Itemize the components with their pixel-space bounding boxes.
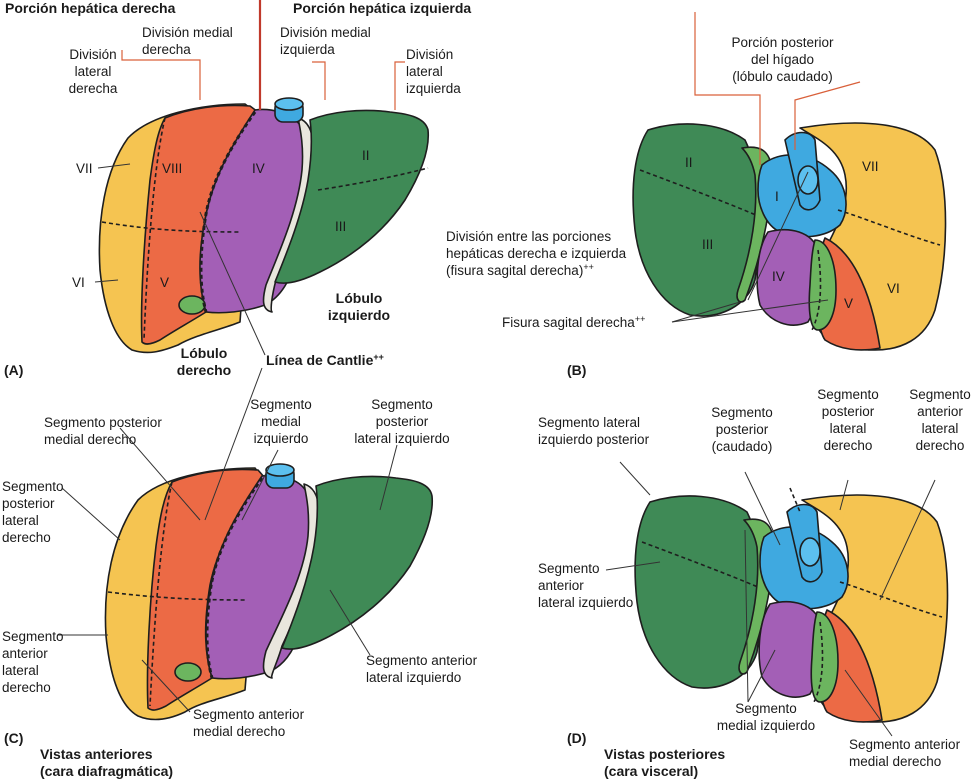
b-gallbladder bbox=[808, 239, 837, 331]
a-segment-ii-iii bbox=[274, 109, 430, 284]
panel-d-liver bbox=[634, 487, 949, 723]
d-seg-ant-medial-der: Segmento anterior medial derecho bbox=[849, 737, 961, 769]
b-label-iv: IV bbox=[772, 269, 785, 284]
panel-c-liver bbox=[104, 463, 434, 721]
d-segment-green bbox=[634, 495, 762, 689]
c-cantlie-dashed bbox=[205, 477, 264, 679]
b-label-v: V bbox=[844, 296, 854, 311]
panel-a-leader-lines bbox=[94, 0, 405, 356]
a-div-medial-izquierda: División medial izquierda bbox=[280, 25, 371, 57]
b-division-entre: División entre las porciones hepáticas d… bbox=[446, 229, 627, 278]
d-seg-medial-izq: Segmento medial izquierdo bbox=[716, 701, 816, 733]
a-dashed-ii-iii bbox=[317, 167, 429, 191]
b-panel-letter: (B) bbox=[567, 362, 587, 378]
a-gallbladder bbox=[178, 295, 206, 315]
a-cantlie-dashed bbox=[199, 111, 257, 313]
b-dashed-fissure bbox=[811, 249, 822, 331]
a-dashed-vii-viii bbox=[143, 117, 166, 341]
a-label-v: V bbox=[160, 275, 170, 290]
d-dashed-green bbox=[641, 541, 759, 588]
b-ivc-opening bbox=[797, 165, 819, 195]
panel-a-liver bbox=[98, 97, 430, 354]
c-seg-ant-lateral-izq: Segmento anterior lateral izquierdo bbox=[366, 653, 478, 685]
c-seg-medial-izq: Segmento medial izquierdo bbox=[250, 397, 312, 446]
b-segment-ii-iii bbox=[632, 123, 760, 317]
c-segment-green bbox=[281, 475, 434, 650]
b-label-vi: VI bbox=[887, 281, 900, 296]
d-dashed-top bbox=[789, 487, 801, 513]
c-dashed-yellow-orange bbox=[149, 481, 173, 707]
c-seg-post-medial-der: Segmento posterior medial derecho bbox=[44, 415, 162, 447]
b-dashed-ii-iii bbox=[639, 169, 757, 216]
panel-d-leader-lines bbox=[605, 461, 936, 737]
d-caption: Vistas posteriores (cara visceral) bbox=[604, 746, 726, 779]
a-linea-cantlie: Línea de Cantlie++ bbox=[266, 352, 384, 368]
c-seg-post-lateral-der: Segmento posterior lateral derecho bbox=[2, 479, 64, 545]
a-title-right-portion: Porción hepática derecha bbox=[5, 0, 176, 16]
c-gallbladder bbox=[174, 662, 202, 682]
d-panel-letter: (D) bbox=[567, 730, 587, 746]
d-seg-ant-lat-der: Segmento anterior lateral derecho bbox=[909, 387, 971, 453]
c-seg-ant-medial-der: Segmento anterior medial derecho bbox=[193, 707, 305, 739]
a-title-left-portion: Porción hepática izquierda bbox=[293, 0, 472, 16]
d-seg-post-caudado: Segmento posterior (caudado) bbox=[711, 405, 773, 454]
b-label-i: I bbox=[775, 189, 779, 204]
a-label-viii: VIII bbox=[162, 161, 183, 176]
c-seg-ant-lateral-der: Segmento anterior lateral derecho bbox=[2, 629, 64, 695]
c-ivc-opening bbox=[265, 463, 295, 477]
a-ivc-opening bbox=[274, 97, 304, 111]
a-panel-letter: (A) bbox=[4, 362, 24, 378]
a-div-lateral-izquierda: División lateral izquierda bbox=[406, 47, 461, 96]
c-seg-post-lateral-izq: Segmento posterior lateral izquierdo bbox=[354, 397, 450, 446]
a-label-vi: VI bbox=[72, 275, 85, 290]
b-segment-iv bbox=[756, 228, 821, 326]
a-label-ii: II bbox=[362, 148, 370, 163]
b-label-vii: VII bbox=[862, 159, 879, 174]
a-label-vii: VII bbox=[76, 161, 93, 176]
b-dashed-vii-vi bbox=[837, 209, 941, 246]
c-dashed-horizontal bbox=[107, 591, 247, 601]
d-dashed-fissure bbox=[813, 621, 824, 703]
b-fisura-sagital: Fisura sagital derecha++ bbox=[502, 314, 646, 330]
a-label-iii: III bbox=[335, 219, 347, 234]
a-div-lateral-derecha: División lateral derecha bbox=[68, 47, 118, 96]
d-dashed-yellow bbox=[839, 581, 943, 618]
c-caption: Vistas anteriores (cara diafragmática) bbox=[40, 746, 174, 779]
d-seg-post-lat-der: Segmento posterior lateral derecho bbox=[817, 387, 879, 453]
b-porcion-posterior: Porción posterior del hígado (lóbulo cau… bbox=[731, 35, 834, 84]
d-gallbladder bbox=[810, 611, 839, 703]
a-dashed-horizontal-right bbox=[101, 221, 241, 233]
panel-b-leader-lines bbox=[671, 12, 861, 323]
panel-c-leader-lines bbox=[58, 367, 398, 713]
b-label-iii: III bbox=[702, 237, 714, 252]
d-seg-lat-izq-post: Segmento lateral izquierdo posterior bbox=[538, 415, 650, 447]
panel-b-liver bbox=[632, 122, 947, 351]
a-lobulo-derecho: Lóbulo derecho bbox=[176, 345, 232, 378]
a-label-iv: IV bbox=[252, 161, 265, 176]
d-segment-purple bbox=[758, 600, 823, 698]
b-label-ii: II bbox=[685, 155, 693, 170]
a-div-medial-derecha: División medial derecha bbox=[142, 25, 233, 57]
c-panel-letter: (C) bbox=[4, 730, 24, 746]
d-seg-ant-lat-izq: Segmento anterior lateral izquierdo bbox=[538, 561, 634, 610]
a-lobulo-izquierdo: Lóbulo izquierdo bbox=[327, 290, 391, 323]
d-ivc-opening bbox=[799, 537, 821, 567]
